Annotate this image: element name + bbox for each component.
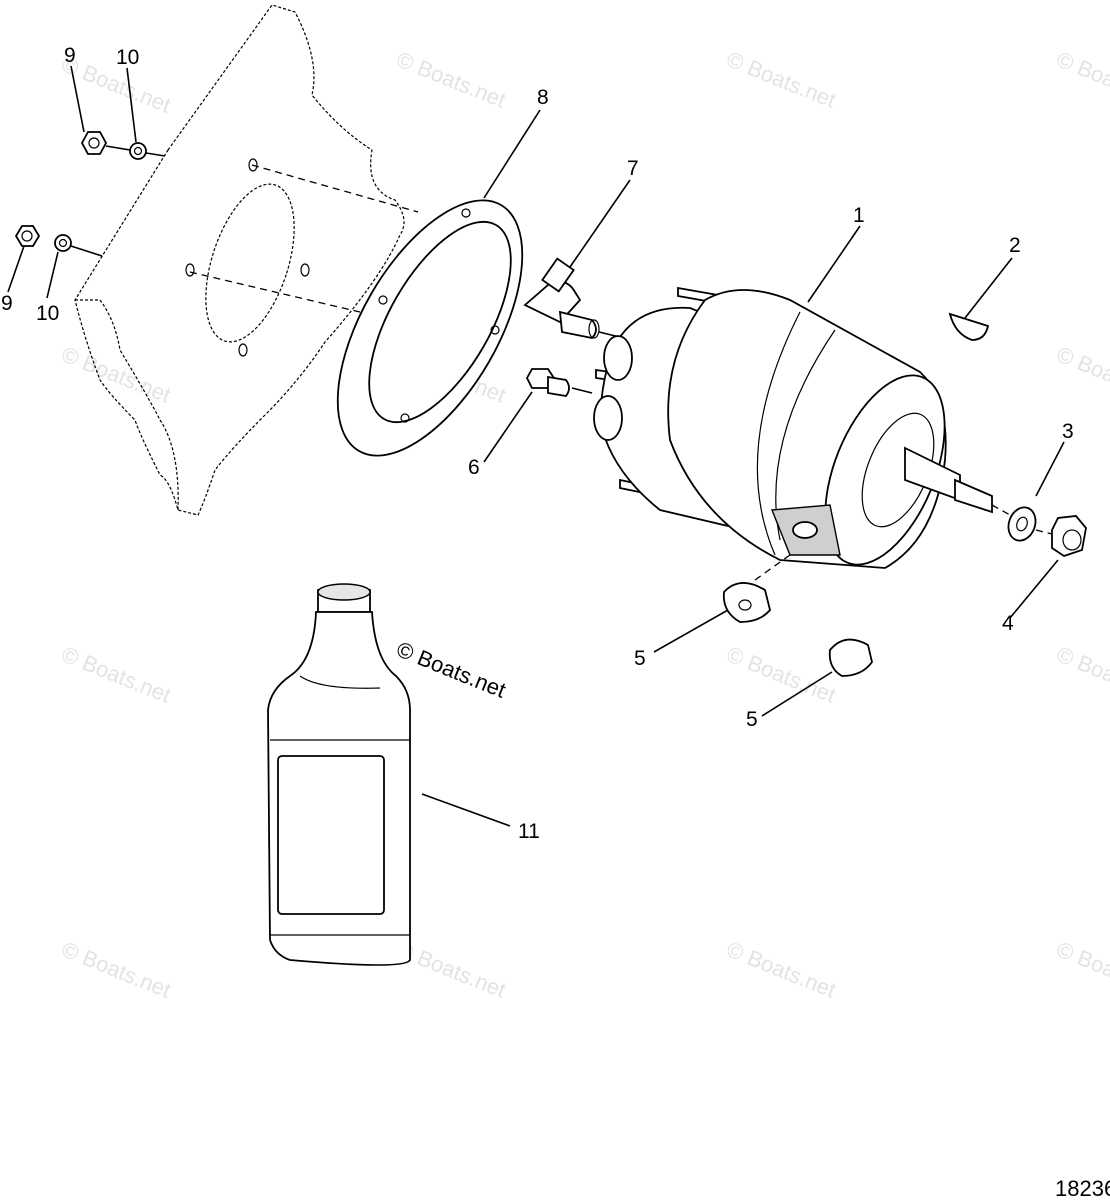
oil-bottle [267, 583, 411, 966]
mounting-plate [74, 4, 405, 516]
watermark: © Boats.net [723, 936, 839, 1002]
callout-6: 6 [468, 456, 480, 479]
watermark: © Boats.net [58, 936, 174, 1002]
watermark: © Boats.net [1053, 641, 1110, 707]
cap-upper [722, 582, 771, 623]
nut-shaft [1051, 515, 1087, 557]
watermark: © Boats.net [58, 641, 174, 707]
watermark: © Boats.net [1053, 341, 1110, 407]
callout-7: 7 [627, 157, 639, 180]
copyright-text: © Boats.net [393, 636, 509, 702]
leader-lines [7, 65, 1065, 827]
woodruff-key [948, 312, 990, 341]
callout-11: 11 [518, 820, 540, 843]
washer-shaft [1007, 506, 1037, 542]
nut-top-left [80, 131, 108, 155]
elbow-fitting [523, 257, 600, 339]
figure-number: 18236 [1055, 1176, 1110, 1200]
callout-10: 10 [36, 302, 59, 325]
washer-top-left [129, 142, 147, 160]
washer-mid-left [54, 234, 72, 252]
watermark: © Boats.net [393, 46, 509, 112]
pump-motor [593, 286, 993, 569]
gasket [336, 199, 524, 457]
watermark: © Boats.net [1053, 46, 1110, 112]
watermark: © Boats.net [723, 641, 839, 707]
callout-9: 9 [1, 292, 13, 315]
callout-2: 2 [1009, 234, 1021, 257]
callouts: 1 2 3 4 5 5 6 7 8 9 9 10 10 11 [1, 44, 1074, 843]
plug-fitting [525, 368, 570, 397]
callout-1: 1 [853, 204, 865, 227]
watermarks: © Boats.net © Boats.net © Boats.net © Bo… [58, 46, 1110, 1002]
cap-lower [828, 638, 873, 677]
watermark: © Boats.net [723, 46, 839, 112]
callout-9: 9 [64, 44, 76, 67]
callout-5: 5 [634, 647, 646, 670]
watermark: © Boats.net [1053, 936, 1110, 1002]
callout-3: 3 [1062, 420, 1074, 443]
callout-10: 10 [116, 46, 139, 69]
nut-mid-left [14, 225, 41, 247]
callout-8: 8 [537, 86, 549, 109]
callout-4: 4 [1002, 612, 1014, 635]
callout-5: 5 [746, 708, 758, 731]
watermark: © Boats.net [58, 341, 174, 407]
